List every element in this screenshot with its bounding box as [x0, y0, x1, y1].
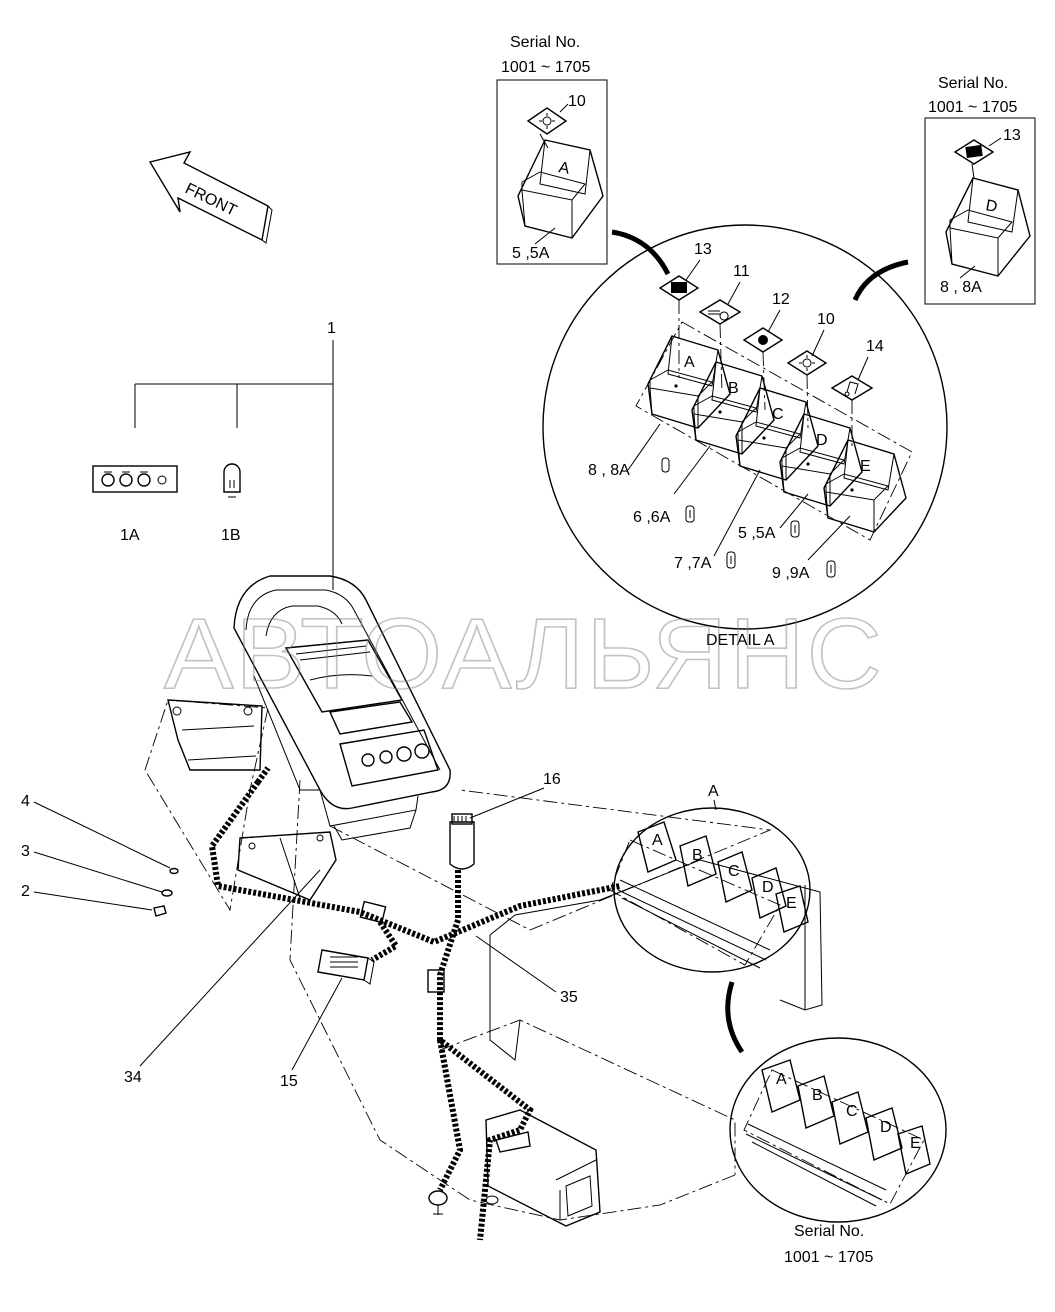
detail-switch-letter-e: E	[860, 458, 871, 475]
lower-switch-letter-c: C	[846, 1103, 858, 1120]
callout-10: 10	[817, 311, 835, 328]
callout-34: 34	[124, 1069, 142, 1086]
callout-13: 13	[694, 241, 712, 258]
callout-1-tree: 1 1A 1B	[92, 320, 336, 590]
callout-14: 14	[866, 338, 884, 355]
detail-switch-c: C	[735, 387, 819, 481]
serial-box-top: Serial No. 1001 ~ 1705 10 A 5 ,5A	[496, 34, 608, 265]
console-switch-row: A B C D E	[617, 821, 809, 969]
callout-4: 4	[21, 793, 30, 810]
console-switch-letter-d: D	[762, 879, 774, 896]
bulb-icon	[790, 520, 800, 538]
detail-switch-a: A	[647, 335, 731, 429]
serial-range-right: 1001 ~ 1705	[928, 99, 1018, 116]
detail-switch-e: E	[823, 439, 907, 533]
rocker-switch-a: A	[517, 139, 604, 239]
console-switch-letter-a: A	[652, 832, 663, 849]
serial-label-bottom: Serial No.	[794, 1223, 864, 1240]
detail-switch-letter-d: D	[816, 432, 828, 449]
serial-range-bottom: 1001 ~ 1705	[784, 1249, 874, 1266]
callout-9-9a: 9 ,9A	[772, 565, 810, 582]
bulb-1b	[223, 463, 241, 498]
serial-range: 1001 ~ 1705	[501, 59, 591, 76]
headlight-icon-detail	[698, 299, 742, 325]
lower-switch-letter-e: E	[910, 1135, 921, 1152]
rocker-switch-d: D	[945, 177, 1031, 277]
serial-box-right: Serial No. 1001 ~ 1705 13 D 8 , 8A	[924, 75, 1036, 305]
callout-7-7a: 7 ,7A	[674, 555, 712, 572]
console-outline	[289, 779, 772, 1221]
callout-1a: 1A	[120, 527, 140, 544]
horn-icon-detail	[830, 375, 874, 401]
callout-12: 12	[772, 291, 790, 308]
watermark: АВТОАЛЬЯНС	[164, 598, 884, 710]
switch-module-15	[317, 949, 375, 985]
detail-a-reference: A A B C D E	[609, 783, 811, 973]
parking-brake-icon-detail	[742, 327, 784, 353]
defroster-icon-detail	[658, 275, 700, 301]
console-switch-letter-e: E	[786, 895, 797, 912]
callout-2: 2	[21, 883, 30, 900]
detail-switches: A B C D	[647, 335, 907, 533]
callout-5-5a: 5 ,5A	[738, 525, 776, 542]
console-switch-letter-c: C	[728, 863, 740, 880]
callout-8-8a-right: 8 , 8A	[940, 279, 982, 296]
detail-a-label: DETAIL A	[706, 632, 775, 649]
serial-detail-lower: A B C D E Serial No. 1001 ~ 1705	[729, 1037, 947, 1266]
callout-13-right: 13	[1003, 127, 1021, 144]
bulb-icon	[685, 505, 695, 523]
defroster-icon	[953, 139, 995, 165]
lamp-socket-block	[92, 465, 178, 493]
detail-switch-letter-a: A	[684, 354, 695, 371]
detail-switch-letter-c: C	[772, 406, 784, 423]
lower-switch-letter-d: D	[880, 1119, 892, 1136]
bulb-icon	[826, 560, 836, 578]
switch-letter-a-top: A	[557, 159, 571, 178]
callout-10-top: 10	[568, 93, 586, 110]
mounting-bracket	[144, 699, 337, 912]
callout-5-5a-top: 5 ,5A	[512, 245, 550, 262]
bulb-icon	[726, 551, 736, 569]
lower-switch-letter-b: B	[812, 1087, 823, 1104]
callout-11: 11	[733, 263, 750, 280]
curve-arrow-bottom	[725, 981, 745, 1054]
lower-switch-letter-a: A	[776, 1071, 787, 1088]
console-switch-letter-b: B	[692, 847, 703, 864]
front-arrow: FRONT	[148, 150, 273, 244]
detail-ref-label: A	[708, 783, 719, 800]
hardware-bolts	[153, 867, 179, 917]
switch-letter-d-right: D	[984, 197, 998, 216]
callout-16: 16	[543, 771, 561, 788]
callout-1b: 1B	[221, 527, 241, 544]
callout-1: 1	[327, 320, 336, 337]
bulb-icon	[661, 457, 670, 473]
curve-arrow-left	[611, 229, 671, 276]
curve-arrow-right	[852, 259, 909, 302]
detail-switch-d: D	[779, 413, 863, 507]
callout-35: 35	[560, 989, 578, 1006]
detail-switch-letter-b: B	[728, 380, 739, 397]
instrument-cluster	[233, 575, 451, 841]
detail-a-view: 13 11 12 10 14	[542, 224, 948, 649]
callout-3: 3	[21, 843, 30, 860]
pressure-sensor	[449, 813, 475, 870]
callout-8-8a: 8 , 8A	[588, 462, 630, 479]
detail-switch-b: B	[691, 361, 775, 455]
callout-6-6a: 6 ,6A	[633, 509, 671, 526]
callout-15: 15	[280, 1073, 298, 1090]
serial-label-right: Serial No.	[938, 75, 1008, 92]
serial-label: Serial No.	[510, 34, 580, 51]
wire-harness	[208, 766, 621, 1241]
lower-console-parts	[428, 1109, 601, 1227]
work-light-icon-detail	[786, 350, 828, 376]
work-light-icon	[526, 107, 568, 135]
